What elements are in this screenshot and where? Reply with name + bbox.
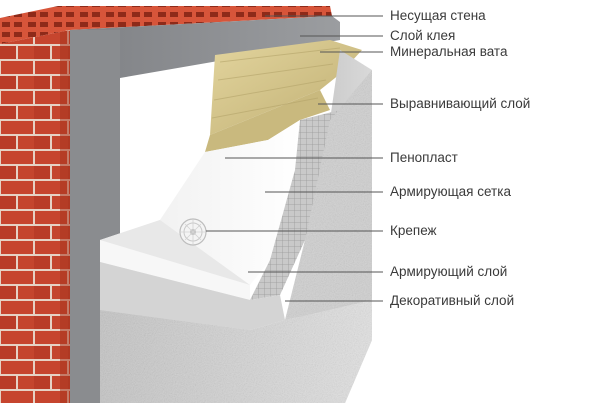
label-leveling-layer: Выравнивающий слой	[390, 96, 531, 111]
mineral-wool-layer	[205, 40, 362, 152]
dowel-fastener-icon	[179, 218, 207, 246]
label-foam-board: Пенопласт	[390, 150, 458, 165]
leader-lines	[206, 15, 383, 302]
label-adhesive-layer: Слой клея	[390, 28, 456, 43]
label-load-bearing-wall: Несущая стена	[390, 8, 486, 23]
label-fastener: Крепеж	[390, 223, 437, 238]
label-reinforcing-mesh: Армирующая сетка	[390, 184, 511, 199]
brick-wall-icon	[0, 6, 332, 403]
label-decorative-layer: Декоративный слой	[390, 293, 515, 308]
adhesive-layer	[70, 16, 340, 403]
decorative-layer	[100, 70, 372, 403]
reinforcing-layer	[100, 262, 285, 330]
label-mineral-wool: Минеральная вата	[390, 44, 508, 59]
label-reinforcing-layer: Армирующий слой	[390, 264, 508, 279]
